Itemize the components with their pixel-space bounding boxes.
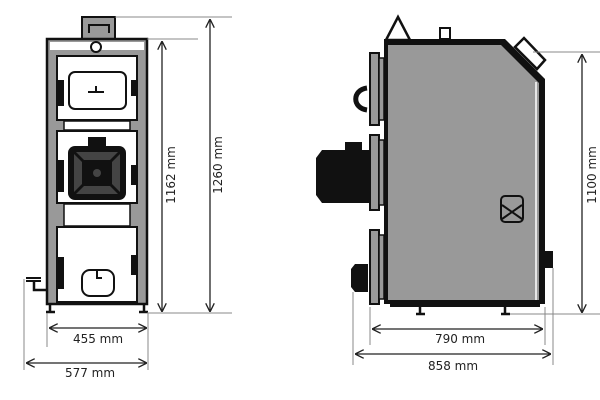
inspection-cover-icon [500, 195, 524, 223]
ash-outlet [351, 264, 368, 292]
dimension-455: 455 mm [73, 332, 123, 346]
dimension-1100: 1100 mm [585, 146, 599, 204]
flue-outlet [81, 16, 116, 40]
middle-door-flange [369, 134, 385, 211]
lower-door-flange [369, 229, 385, 305]
dimension-790: 790 mm [435, 332, 485, 346]
rear-connection [545, 251, 553, 268]
flue-outlet-side [513, 36, 547, 71]
lifting-eye [383, 14, 413, 42]
thermometer-gauge [90, 41, 102, 53]
foot-left [46, 304, 55, 314]
door-handle [353, 85, 368, 113]
drain-valve [26, 277, 47, 292]
burner-unit [316, 142, 370, 203]
side-view: 1100 mm 790 mm 858 mm [316, 14, 600, 373]
boiler-body-side [388, 45, 539, 300]
foot-right [139, 304, 148, 314]
top-nozzle [439, 27, 451, 40]
front-view: 1260 mm 1162 mm 455 mm 577 mm [23, 16, 232, 380]
dimension-1162: 1162 mm [164, 146, 178, 204]
dimension-1260: 1260 mm [211, 136, 225, 194]
dimension-858: 858 mm [428, 359, 478, 373]
upper-door-flange [369, 52, 385, 126]
dimension-577: 577 mm [65, 366, 115, 380]
